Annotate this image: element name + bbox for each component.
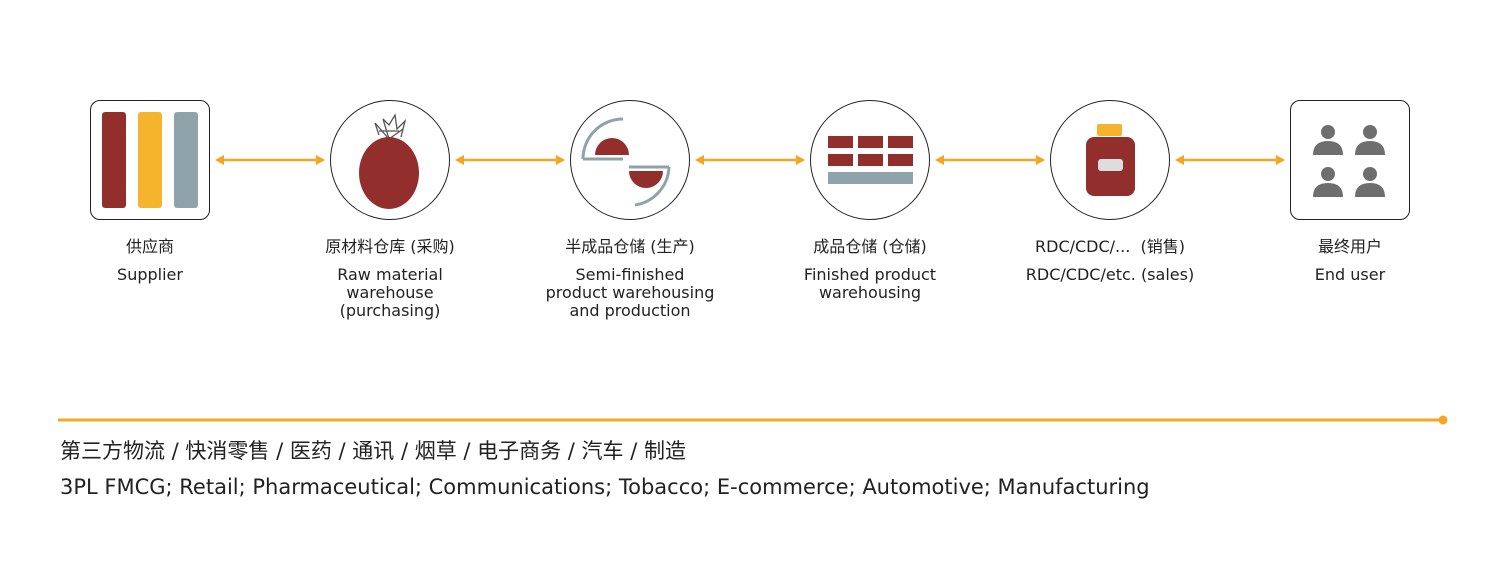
connector-arrow-3 [695, 155, 805, 165]
label-end-user-zh: 最终用户 [1317, 237, 1382, 256]
connector-arrow-1 [215, 155, 325, 165]
label-raw-material-zh: 原材料仓库 (采购) [325, 237, 455, 256]
connector-arrow-5 [1175, 155, 1285, 165]
label-semi-finished-zh: 半成品仓储 (生产) [565, 237, 695, 256]
node-end-user [1290, 100, 1410, 220]
label-supplier-en: Supplier [117, 265, 183, 284]
node-semi-finished [570, 100, 690, 220]
industry-timeline-line [58, 415, 1448, 425]
semicircles-icon [581, 117, 671, 207]
brick-shelf-icon [828, 136, 913, 184]
node-distribution [1050, 100, 1170, 220]
node-supplier [90, 100, 210, 220]
pineapple-icon [359, 113, 419, 209]
users-icon [1313, 125, 1385, 197]
industries-zh: 第三方物流 / 快消零售 / 医药 / 通讯 / 烟草 / 电子商务 / 汽车 … [60, 439, 686, 463]
connector-arrow-4 [935, 155, 1045, 165]
label-end-user: 最终用户 End user [1240, 236, 1460, 284]
industries-en: 3PL FMCG; Retail; Pharmaceutical; Commun… [60, 475, 1150, 499]
label-end-user-en: End user [1314, 265, 1386, 284]
label-distribution-en: RDC/CDC/etc. (sales) [1025, 265, 1195, 284]
connector-arrow-2 [455, 155, 565, 165]
jar-icon [1086, 124, 1135, 196]
label-distribution-zh: RDC/CDC/... (销售) [1035, 237, 1185, 256]
node-raw-material [330, 100, 450, 220]
label-supplier: 供应商 Supplier [40, 236, 260, 284]
label-distribution: RDC/CDC/... (销售) RDC/CDC/etc. (sales) [1000, 236, 1220, 284]
label-supplier-zh: 供应商 [125, 237, 174, 256]
label-finished-product-zh: 成品仓储 (仓储) [813, 237, 927, 256]
supplier-bars-icon [102, 112, 198, 208]
node-finished-product [810, 100, 930, 220]
